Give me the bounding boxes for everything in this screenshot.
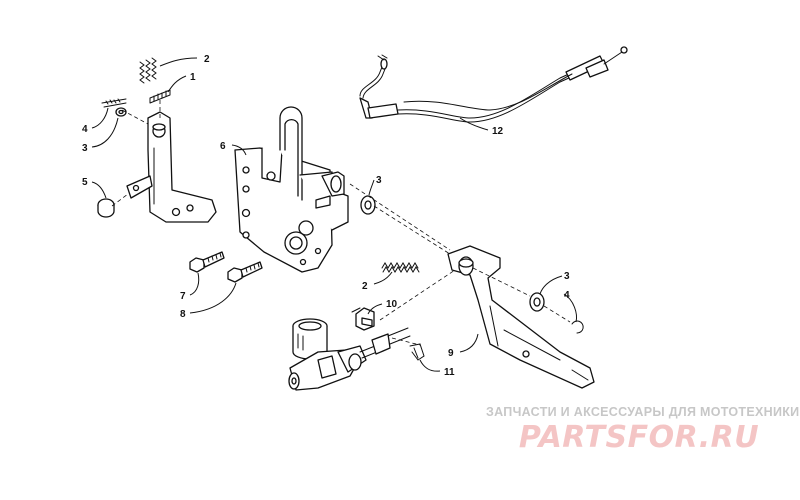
master-cylinder (288, 318, 411, 391)
callout-2-mid: 2 (362, 281, 368, 292)
bolt-8 (227, 261, 263, 283)
rubber-bumper (97, 198, 115, 218)
callout-11: 11 (444, 367, 455, 378)
callout-1: 1 (190, 72, 196, 83)
bolt-7 (189, 251, 225, 273)
washer-right (529, 292, 545, 312)
washer-right-upper (360, 195, 376, 215)
callout-6: 6 (220, 141, 226, 152)
cotter-pin-11 (409, 343, 425, 361)
callout-9: 9 (448, 348, 454, 359)
callout-3-right-top: 3 (376, 175, 382, 186)
circlip-right (571, 320, 584, 334)
spring-middle (381, 262, 420, 273)
leader-lines (91, 57, 577, 372)
callout-8: 8 (180, 309, 186, 320)
watermark-caption: ЗАПЧАСТИ И АКСЕССУАРЫ ДЛЯ МОТОТЕХНИКИ (486, 405, 800, 419)
lower-brake-pedal (447, 245, 595, 389)
upper-brake-pedal (147, 111, 217, 223)
callout-numbers: 1 2 4 3 5 6 7 8 3 12 2 10 9 11 3 4 (82, 54, 570, 378)
callout-4-left: 4 (82, 124, 88, 135)
clevis-10 (351, 307, 375, 331)
watermark-logo: PARTSFOR.RU (518, 420, 760, 455)
callout-2-top: 2 (204, 54, 210, 65)
callout-7: 7 (180, 291, 186, 302)
callout-10: 10 (386, 299, 398, 310)
callout-3-right: 3 (564, 271, 570, 282)
callout-12: 12 (492, 126, 504, 137)
mounting-plate (234, 106, 349, 273)
washer-left (115, 107, 127, 117)
callout-3-left: 3 (82, 143, 88, 154)
assembly-lines (111, 100, 571, 346)
spring-upper (139, 57, 157, 84)
pivot-pin-upper (149, 89, 171, 104)
pedal-bracket-stud (126, 175, 153, 199)
callout-4-right: 4 (564, 290, 570, 301)
callout-5: 5 (82, 177, 88, 188)
circlip-left (101, 98, 127, 108)
brake-cable (359, 46, 628, 123)
